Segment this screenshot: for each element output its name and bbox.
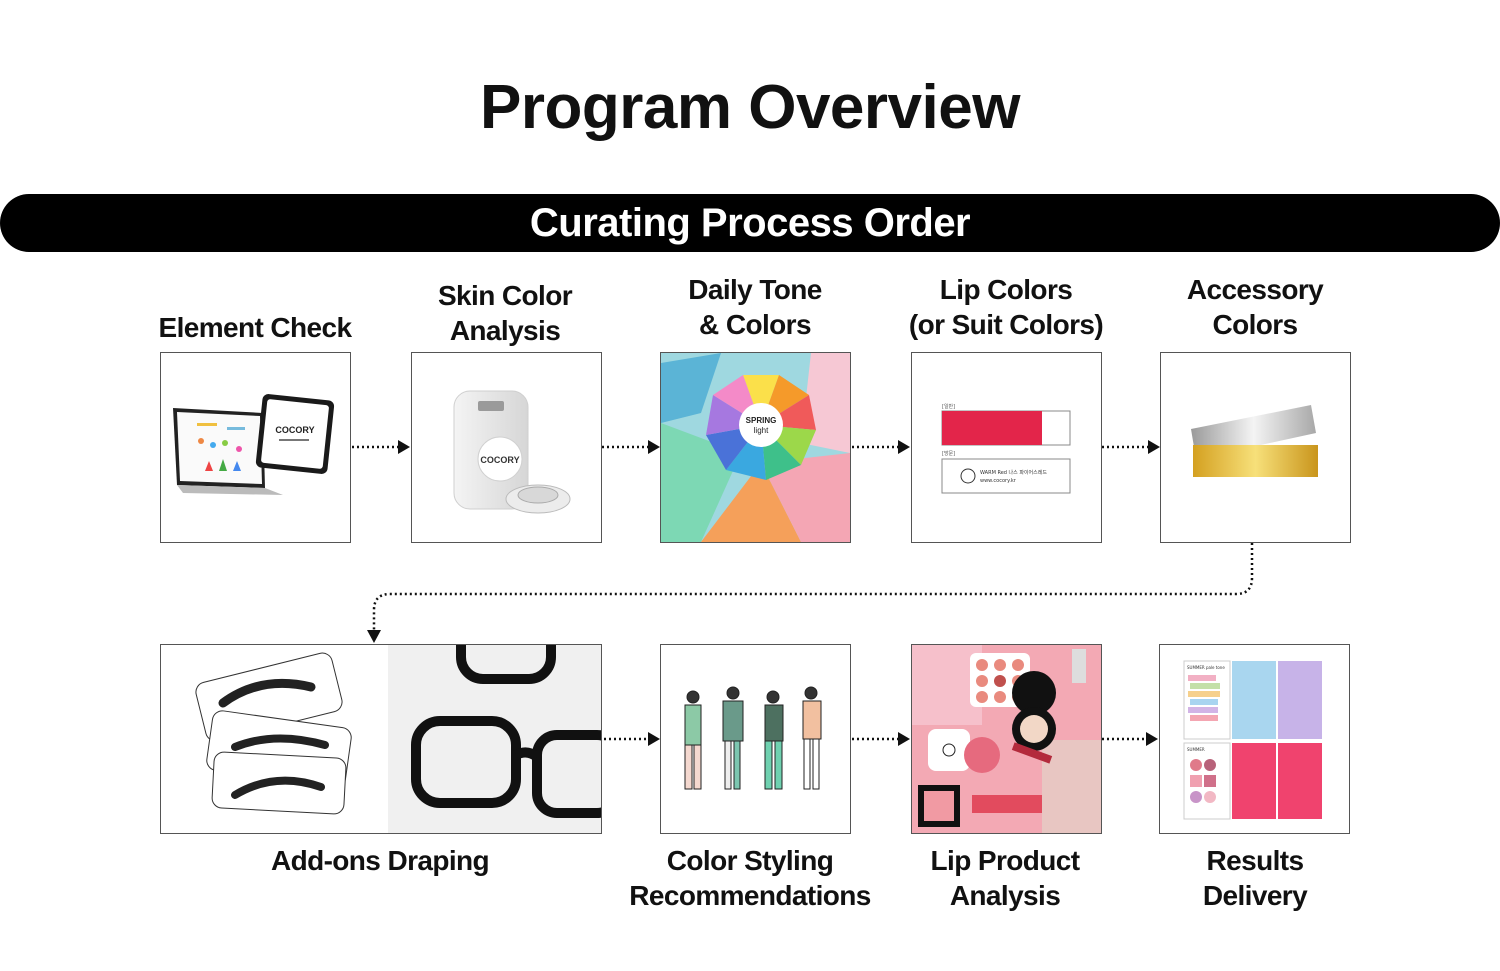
arrow-3-head: [898, 440, 910, 454]
label-accessory-colors: Accessory Colors: [1186, 274, 1324, 340]
arrow-8-head: [1146, 732, 1158, 746]
label-lip-product-analysis: Lip Product Analysis: [930, 845, 1081, 911]
results-delivery-image: SUMMER pale tone SUMMER: [1159, 644, 1350, 834]
summer-heading: SUMMER: [1187, 747, 1205, 752]
skin-color-device-image: COCORY: [411, 352, 602, 543]
label-results-delivery: Results Delivery: [1202, 845, 1308, 911]
page-title: Program Overview: [480, 73, 1020, 142]
label-add-ons-draping: Add-ons Draping: [270, 845, 490, 876]
arrow-5-head: [367, 630, 381, 643]
lip-card-name: WARM Red 나스 파이어스레드: [980, 469, 1047, 476]
element-check-image: COCORY: [160, 352, 351, 543]
lip-tag-general: [일반]: [942, 403, 955, 410]
arrow-4-head: [1148, 440, 1160, 454]
light-label: light: [754, 426, 769, 435]
lip-tag-visit: [방문]: [942, 450, 955, 457]
add-ons-draping-image: [160, 644, 602, 834]
wrap-connector: [372, 543, 1254, 630]
label-daily-tone-colors: Daily Tone & Colors: [688, 274, 822, 340]
accessory-colors-image: [1160, 352, 1351, 543]
arrow-2-head: [648, 440, 660, 454]
daily-tone-fabric-image: SPRING light: [660, 352, 851, 543]
color-styling-image: [660, 644, 851, 834]
label-skin-color-analysis: Skin Color Analysis: [437, 280, 573, 346]
arrow-7-head: [898, 732, 910, 746]
summer-pale-heading: SUMMER pale tone: [1187, 665, 1225, 670]
label-element-check: Element Check: [158, 312, 353, 343]
label-lip-colors: Lip Colors (or Suit Colors): [908, 274, 1104, 340]
label-color-styling: Color Styling Recommendations: [629, 845, 871, 911]
spring-label: SPRING: [746, 416, 777, 425]
arrow-1-head: [398, 440, 410, 454]
lip-product-analysis-image: [911, 644, 1102, 834]
lip-colors-card-image: [일반] [방문] WARM Red 나스 파이어스레드 www.cocory.…: [911, 352, 1102, 543]
lip-card-url: www.cocory.kr: [980, 478, 1017, 484]
cocory-logo: COCORY: [275, 425, 314, 435]
arrow-6-head: [648, 732, 660, 746]
process-banner: Curating Process Order: [0, 194, 1500, 252]
device-logo: COCORY: [480, 455, 519, 465]
